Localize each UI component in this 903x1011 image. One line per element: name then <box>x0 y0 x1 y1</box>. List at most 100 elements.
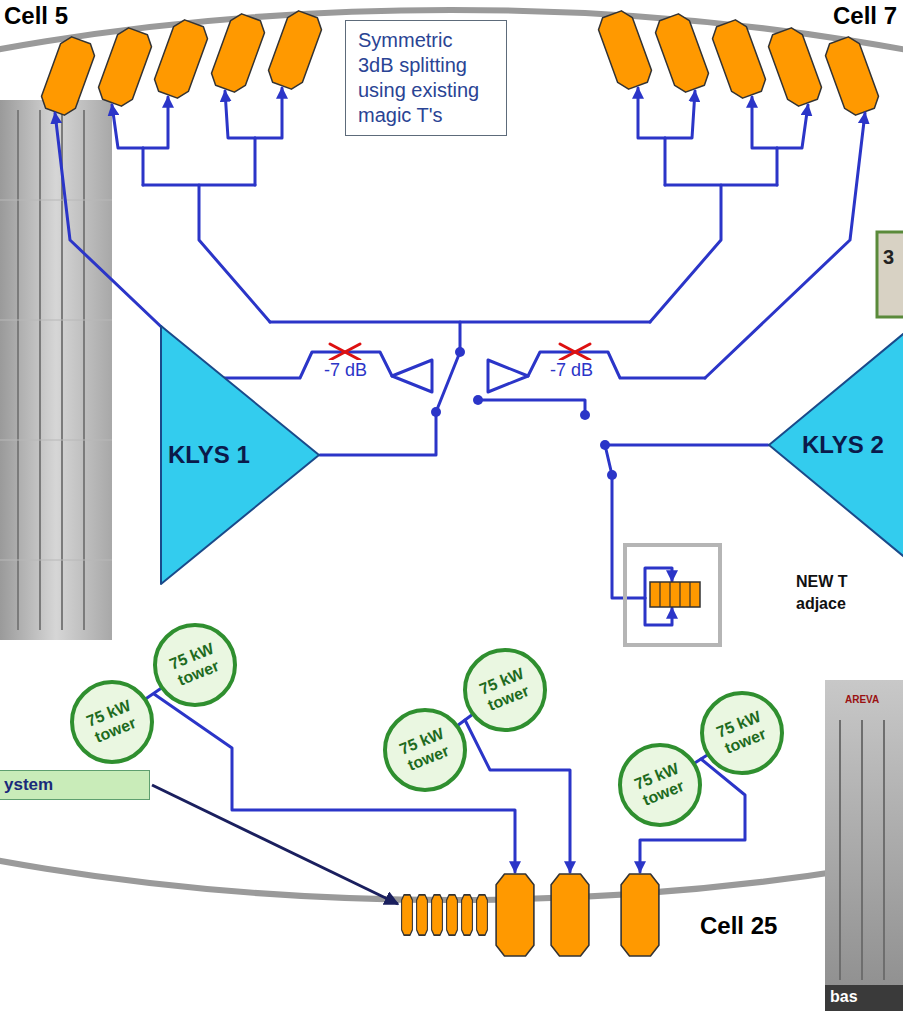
photo-left <box>0 100 112 640</box>
photo-detail <box>840 720 884 980</box>
photo-detail <box>0 200 112 560</box>
cut-off-note: NEW T <box>796 573 848 591</box>
waveguide <box>143 97 168 148</box>
waveguide <box>55 113 215 378</box>
photo <box>877 232 903 317</box>
small-cavity <box>447 895 458 935</box>
tower-label: 75 kW tower <box>709 706 774 760</box>
switch-contacts <box>431 347 617 480</box>
waveguide <box>154 694 515 872</box>
waveguide <box>255 88 282 138</box>
load-cells <box>660 582 690 607</box>
tower-circle: 75 kW tower <box>153 623 237 707</box>
rf-cavity <box>496 874 534 956</box>
small-cavity <box>462 895 473 935</box>
waveguide <box>665 91 695 138</box>
rf-cavity <box>765 25 825 109</box>
photo-detail <box>18 110 84 630</box>
tower-label: 75 kW tower <box>472 663 537 717</box>
removed-mark <box>330 344 590 360</box>
rf-cavity <box>265 8 325 92</box>
waveguide <box>225 91 255 138</box>
tower-circle: 75 kW tower <box>618 743 702 827</box>
red-cross <box>330 344 360 360</box>
waveguide <box>320 412 436 455</box>
tower-circle: 75 kW tower <box>383 708 467 792</box>
waveguide <box>465 720 570 872</box>
note-text: Symmetric 3dB splitting using existing m… <box>358 28 486 128</box>
rf-cavity <box>621 874 659 956</box>
waveguide <box>612 475 645 598</box>
klystron-label: KLYS 1 <box>168 443 250 467</box>
tower-label: 75 kW tower <box>392 723 457 777</box>
coupler-load <box>488 360 528 392</box>
cavity-group <box>402 874 659 956</box>
waveguide <box>605 444 768 447</box>
waveguide <box>776 148 779 185</box>
storage-ring <box>0 10 903 900</box>
load-frame <box>625 545 720 645</box>
switch-dot <box>580 410 590 420</box>
small-cavity <box>417 895 428 935</box>
waveguide <box>254 138 257 185</box>
waveguide <box>478 400 585 415</box>
rf-cavity <box>595 8 655 92</box>
klystron-outline <box>769 330 903 560</box>
photo <box>825 680 903 1011</box>
switch-dot <box>431 407 441 417</box>
rf-cavity <box>95 25 155 109</box>
coupler-load <box>392 360 432 392</box>
waveguide <box>638 88 665 138</box>
system-label: ystem <box>4 771 153 799</box>
photo-caption: bas <box>830 988 858 1006</box>
system-box: ystem <box>0 770 150 800</box>
waveguide <box>112 105 143 148</box>
coupling-label: -7 dB <box>548 360 595 381</box>
switch-dot <box>473 395 483 405</box>
switch-dot <box>600 440 610 450</box>
small-cavity <box>477 895 488 935</box>
photo-logo: AREVA <box>845 694 879 706</box>
waveguide <box>199 185 270 322</box>
waveguide <box>777 105 808 148</box>
tower-label: 75 kW tower <box>162 638 227 692</box>
test-load <box>625 545 720 645</box>
cell-label: Cell 5 <box>4 2 68 30</box>
switch-dot <box>607 470 617 480</box>
photo-band <box>825 985 903 1011</box>
waveguide <box>142 148 145 185</box>
tower-circle: 75 kW tower <box>70 680 154 764</box>
waveguide <box>752 97 777 148</box>
cell-label: Cell 25 <box>700 912 777 940</box>
red-cross <box>560 344 590 360</box>
coupling-label: -7 dB <box>322 360 369 381</box>
tower-circle: 75 kW tower <box>700 691 784 775</box>
waveguide-link <box>696 756 707 763</box>
klystron-label: KLYS 2 <box>802 433 884 457</box>
note-box: Symmetric 3dB splitting using existing m… <box>345 20 507 136</box>
photo-text: 3 <box>883 246 894 269</box>
waveguide <box>664 138 667 185</box>
klystron-outline <box>161 326 319 584</box>
rf-cavity <box>551 874 589 956</box>
cell-label: Cell 7 <box>833 2 897 30</box>
switch-dot <box>455 347 465 357</box>
rf-cavity <box>151 17 211 101</box>
waveguide-link <box>147 689 161 698</box>
waveguide-group <box>55 88 865 872</box>
rf-cavity <box>38 34 98 118</box>
load-cavity <box>650 582 700 607</box>
tower-label: 75 kW tower <box>79 695 144 749</box>
rf-cavity <box>652 11 712 95</box>
klystron-triangle: KLYS 1 <box>160 325 320 585</box>
waveguide <box>650 185 721 322</box>
rf-cavity <box>709 17 769 101</box>
waveguide-link <box>459 715 472 725</box>
switch-lever <box>436 352 460 412</box>
photo <box>0 100 112 640</box>
rf-cavity <box>208 11 268 95</box>
tower-label: 75 kW tower <box>627 758 692 812</box>
